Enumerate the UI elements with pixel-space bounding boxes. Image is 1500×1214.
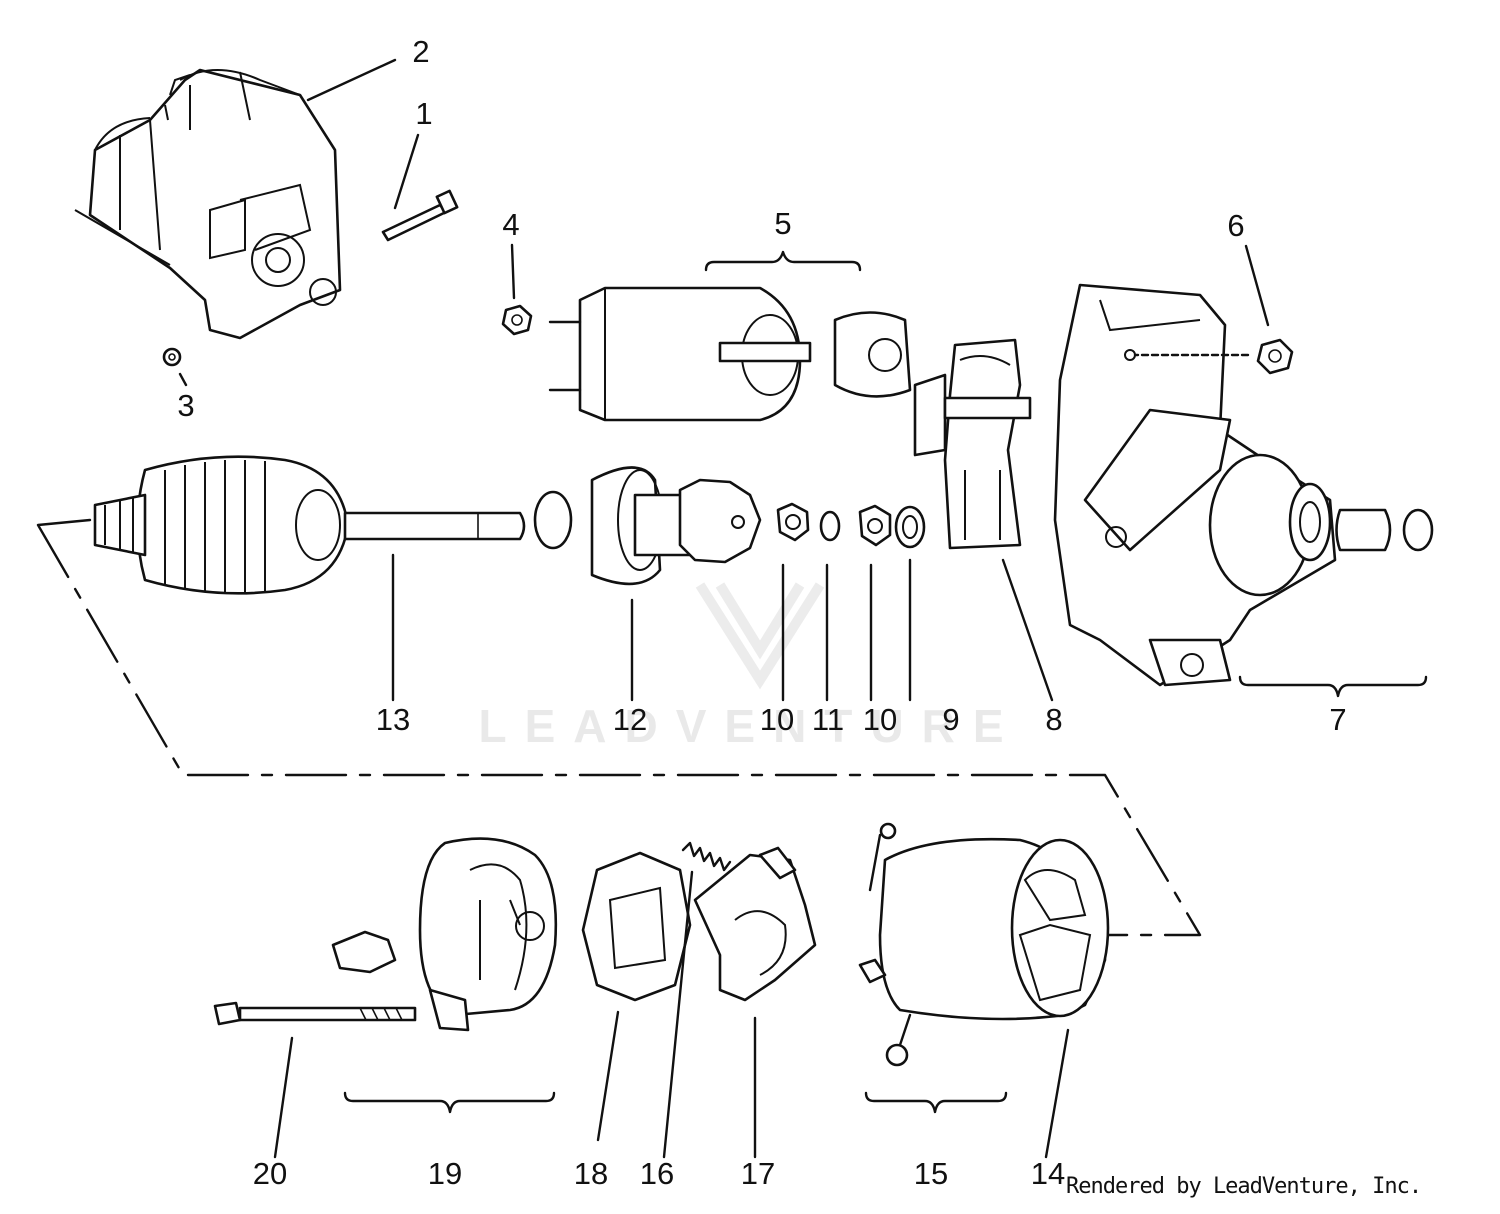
callout-1: 1	[415, 96, 432, 131]
part-6-nut	[1256, 338, 1294, 375]
part-9-washer	[894, 505, 926, 549]
part-12-clutch	[533, 466, 762, 586]
callout-18: 18	[574, 1156, 608, 1191]
callout-14: 14	[1031, 1156, 1065, 1191]
part-19-end-frame	[331, 837, 558, 1032]
render-credit: Rendered by LeadVenture, Inc.	[1066, 1174, 1422, 1199]
brace-7	[1238, 675, 1428, 698]
part-5-solenoid	[548, 286, 912, 422]
part-15-field-frame	[858, 822, 1110, 1067]
part-1-bolt	[381, 189, 459, 242]
part-18-insulator	[581, 851, 692, 1002]
part-17-brush-holder	[693, 846, 817, 1002]
callout-2: 2	[412, 34, 429, 69]
part-3-nut	[162, 347, 182, 367]
callout-10a: 10	[760, 702, 794, 737]
callout-15: 15	[914, 1156, 948, 1191]
part-8-lever	[913, 338, 1032, 550]
watermark: LEADVENTURE	[478, 582, 1021, 752]
callout-20: 20	[253, 1156, 287, 1191]
callout-13: 13	[376, 702, 410, 737]
brace-15	[864, 1091, 1008, 1114]
watermark-text: LEADVENTURE	[478, 700, 1021, 752]
part-20-through-bolt	[213, 1001, 417, 1026]
callout-17: 17	[741, 1156, 775, 1191]
part-4-nut	[501, 304, 533, 336]
part-13-armature	[93, 455, 526, 595]
brace-5	[704, 250, 862, 272]
callout-7: 7	[1329, 702, 1346, 737]
part-16-spring	[681, 841, 732, 872]
callout-19: 19	[428, 1156, 462, 1191]
callout-6: 6	[1227, 208, 1244, 243]
callout-16: 16	[640, 1156, 674, 1191]
callout-4: 4	[502, 207, 519, 242]
part-10-collar-a	[776, 502, 810, 542]
callout-3: 3	[177, 388, 194, 423]
callout-labels: 2 1 3 4 5 6 13 12 10 11 10 9 8 7 20 19 1…	[177, 34, 1346, 1191]
part-7-drive-housing	[1053, 283, 1434, 687]
callout-10b: 10	[863, 702, 897, 737]
callout-11: 11	[812, 702, 844, 737]
brace-19	[343, 1091, 556, 1114]
part-11-snap-ring	[819, 510, 841, 542]
callout-8: 8	[1045, 702, 1062, 737]
part-2-starter-assembly	[74, 68, 342, 340]
alignment-line	[36, 518, 1202, 937]
leader-lines	[178, 58, 1270, 1159]
callout-5: 5	[774, 206, 791, 241]
callout-12: 12	[613, 702, 647, 737]
part-10-collar-b	[858, 504, 892, 547]
callout-9: 9	[942, 702, 959, 737]
